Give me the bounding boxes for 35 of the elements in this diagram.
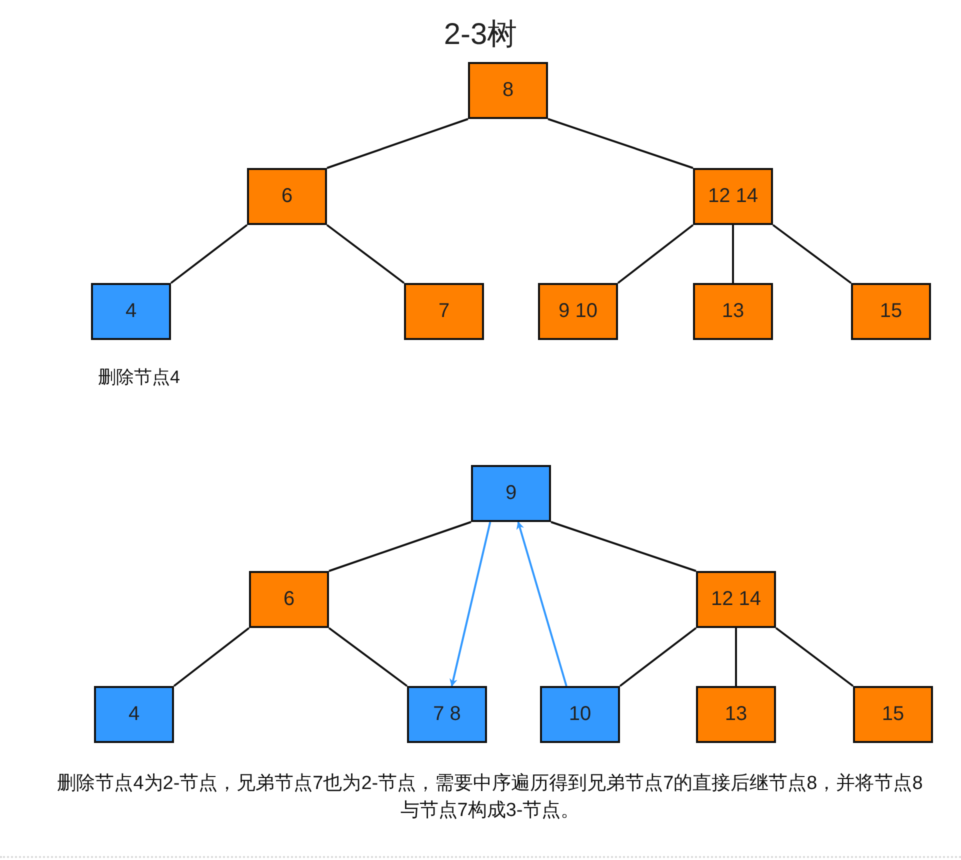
tree-node-box: 15 [851, 283, 931, 340]
tree-node-box: 12 14 [696, 571, 776, 628]
diagram-title: 2-3树 [442, 17, 518, 53]
tree-branch-line [619, 627, 697, 687]
tree-branch-line [328, 521, 472, 572]
tree-node-box: 13 [693, 283, 773, 340]
tree-node-box: 15 [853, 686, 933, 743]
tree-node-box: 4 [94, 686, 174, 743]
arrow [516, 521, 568, 686]
tree-branch-line [548, 118, 694, 169]
tree-node-box: 9 [471, 465, 551, 522]
tree-branch-line [328, 627, 408, 687]
caption: 删除节点4为2-节点，兄弟节点7也为2-节点，需要中序遍历得到兄弟节点7的直接后继节点8，并将节点8与节点7构成3-节点。 [56, 772, 924, 823]
tree-branch-line [550, 521, 696, 572]
tree-node-box: 9 10 [538, 283, 618, 340]
tree-node-box: 10 [540, 686, 620, 743]
tree-node-box: 13 [696, 686, 776, 743]
tree-branch-line [735, 628, 737, 686]
arrow [450, 522, 492, 687]
tree-node-box: 8 [468, 62, 548, 119]
tree-node-box: 6 [249, 571, 329, 628]
tree-branch-line [775, 627, 854, 687]
tree-branch-line [170, 224, 248, 284]
tree-branch-line [326, 118, 468, 169]
tree-branch-line [617, 224, 694, 284]
tree-branch-line [326, 224, 405, 284]
tree-branch-line [772, 224, 852, 284]
tree-branch-line [732, 225, 734, 283]
tree-node-box: 7 8 [407, 686, 487, 743]
tree-node-box: 4 [91, 283, 171, 340]
tree-node-box: 6 [247, 168, 327, 225]
step-note: 删除节点4 [98, 366, 180, 389]
tree-node-box: 12 14 [693, 168, 773, 225]
tree-branch-line [173, 627, 250, 687]
tree-node-box: 7 [404, 283, 484, 340]
